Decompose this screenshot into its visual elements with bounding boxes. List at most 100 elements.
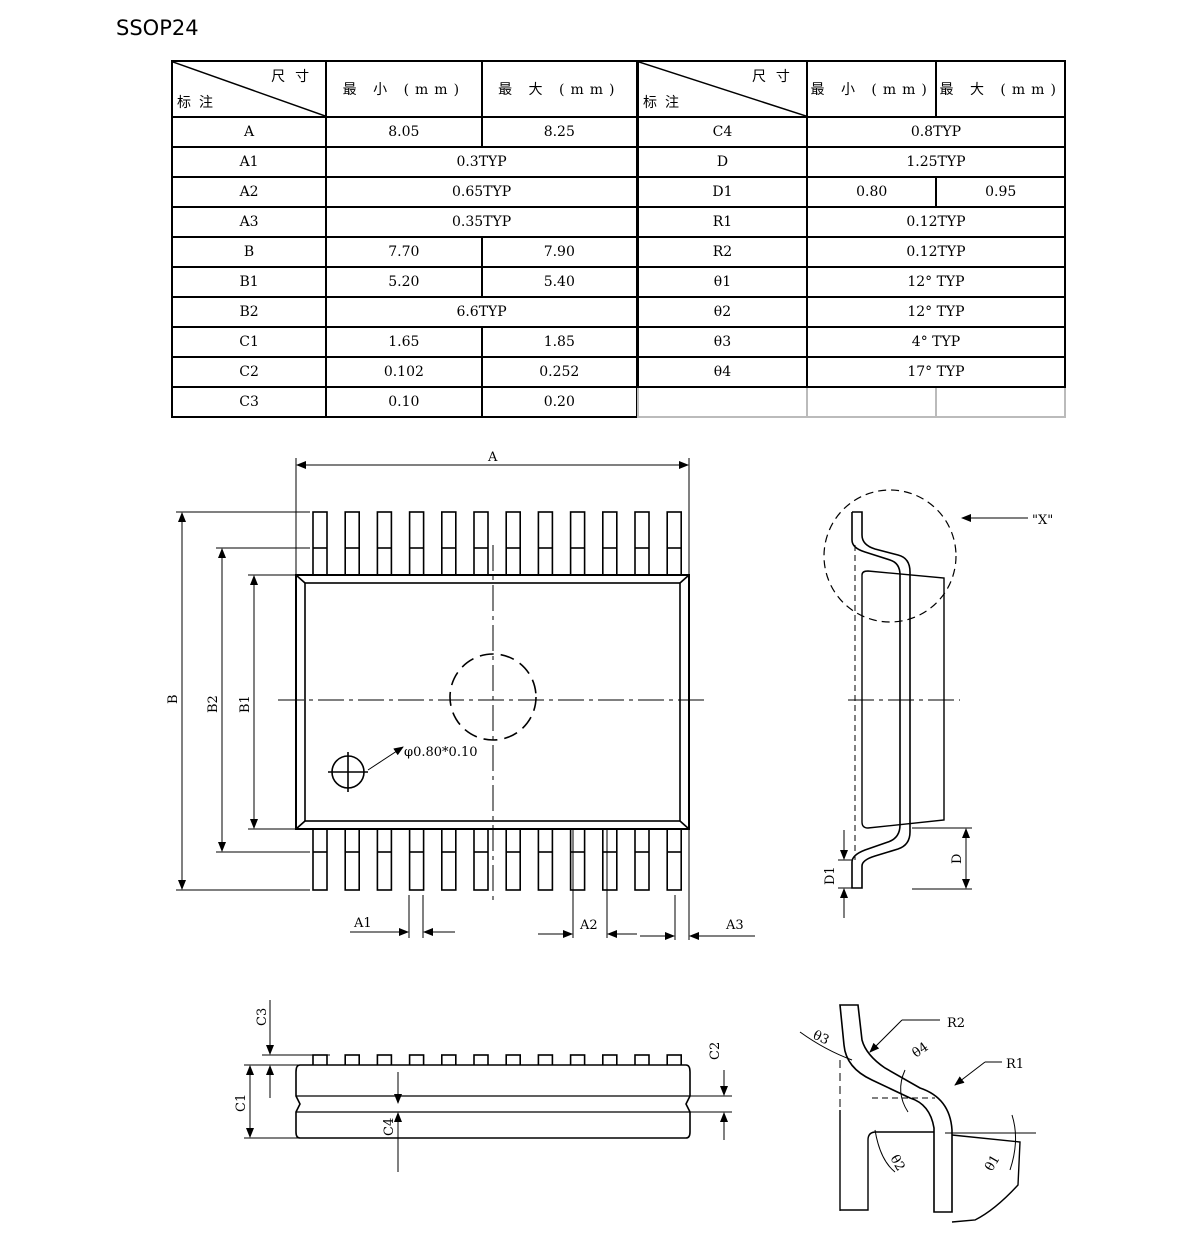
- label-theta1: θ1: [982, 1153, 1003, 1174]
- label-detail-x: "X": [1032, 513, 1053, 528]
- label-R1: R1: [1006, 1057, 1024, 1072]
- top-leads: [312, 511, 683, 576]
- side-view: [823, 489, 1028, 918]
- typ-cell: 0.8TYP: [805, 116, 1067, 148]
- mark-cell: C3: [170, 386, 328, 418]
- lead: [408, 828, 425, 891]
- detail-x-circle: [823, 489, 957, 623]
- label-C3: C3: [255, 1008, 270, 1026]
- mark-cell: A2: [170, 176, 328, 208]
- lead: [312, 828, 328, 891]
- lead: [666, 828, 683, 891]
- lead: [376, 828, 393, 891]
- header-size-label: 尺寸: [271, 69, 320, 85]
- max-cell: 7.90: [480, 236, 639, 268]
- lead: [601, 828, 618, 891]
- label-C1: C1: [234, 1094, 249, 1112]
- package-title: SSOP24: [116, 16, 199, 40]
- top-view: [176, 458, 755, 940]
- lead: [376, 511, 393, 576]
- mark-cell: D1: [637, 176, 808, 208]
- max-cell: 0.95: [935, 176, 1066, 208]
- detail-lead: [839, 1004, 953, 1213]
- header-min: 最 小 (mm): [325, 60, 483, 118]
- lead: [505, 828, 522, 891]
- label-B1: B1: [238, 695, 253, 713]
- mark-cell: θ3: [637, 326, 808, 358]
- label-B2: B2: [206, 695, 221, 713]
- header-mark-label: 标注: [643, 95, 687, 111]
- max-cell: 8.25: [480, 116, 639, 148]
- header-mark-size-cell: 尺寸标注: [637, 60, 808, 118]
- label-C2: C2: [708, 1042, 723, 1060]
- label-theta4: θ4: [910, 1040, 932, 1062]
- header-min: 最 小 (mm): [805, 60, 938, 118]
- mark-cell: D: [637, 146, 808, 178]
- label-hole: φ0.80*0.10: [404, 745, 478, 760]
- label-R2: R2: [947, 1016, 965, 1031]
- lead: [440, 828, 457, 891]
- label-A: A: [487, 450, 498, 465]
- header-mark-size-cell: 尺寸标注: [170, 60, 328, 118]
- lead: [312, 511, 328, 576]
- header-max: 最 大 (mm): [935, 60, 1066, 118]
- front-view: [244, 1000, 732, 1172]
- empty-cell: [935, 386, 1066, 418]
- lead: [537, 511, 554, 576]
- mark-cell: R1: [637, 206, 808, 238]
- typ-cell: [805, 386, 938, 418]
- header-max: 最 大 (mm): [480, 60, 639, 118]
- min-cell: 7.70: [325, 236, 483, 268]
- typ-cell: 1.25TYP: [805, 146, 1067, 178]
- max-cell: 0.252: [480, 356, 639, 388]
- mark-cell: θ4: [637, 356, 808, 388]
- min-cell: 0.80: [805, 176, 938, 208]
- min-cell: 1.65: [325, 326, 483, 358]
- detail-x-view: [799, 1004, 1036, 1223]
- min-cell: 0.102: [325, 356, 483, 388]
- lead: [473, 828, 489, 891]
- mark-cell: A3: [170, 206, 328, 238]
- label-D: D: [950, 854, 965, 864]
- mark-cell: B2: [170, 296, 328, 328]
- mark-cell: C1: [170, 326, 328, 358]
- lead-profile-bottom: [851, 700, 911, 889]
- package-body-inner: [304, 582, 681, 822]
- typ-cell: 17° TYP: [805, 356, 1067, 388]
- lead: [569, 511, 586, 576]
- typ-cell: 0.12TYP: [805, 206, 1067, 238]
- lead: [344, 828, 361, 891]
- ejector-pin-mark: [449, 653, 537, 741]
- label-theta3: θ3: [810, 1028, 831, 1048]
- mark-cell: B1: [170, 266, 328, 298]
- lead: [505, 511, 522, 576]
- bottom-leads: [312, 828, 683, 891]
- header-size-label: 尺寸: [751, 69, 800, 85]
- lead: [601, 511, 618, 576]
- mark-cell: A: [170, 116, 328, 148]
- mark-cell: C4: [637, 116, 808, 148]
- label-theta2: θ2: [887, 1153, 908, 1174]
- typ-cell: 4° TYP: [805, 326, 1067, 358]
- mark-cell: R2: [637, 236, 808, 268]
- label-C4: C4: [382, 1118, 397, 1136]
- header-mark-label: 标注: [177, 95, 221, 111]
